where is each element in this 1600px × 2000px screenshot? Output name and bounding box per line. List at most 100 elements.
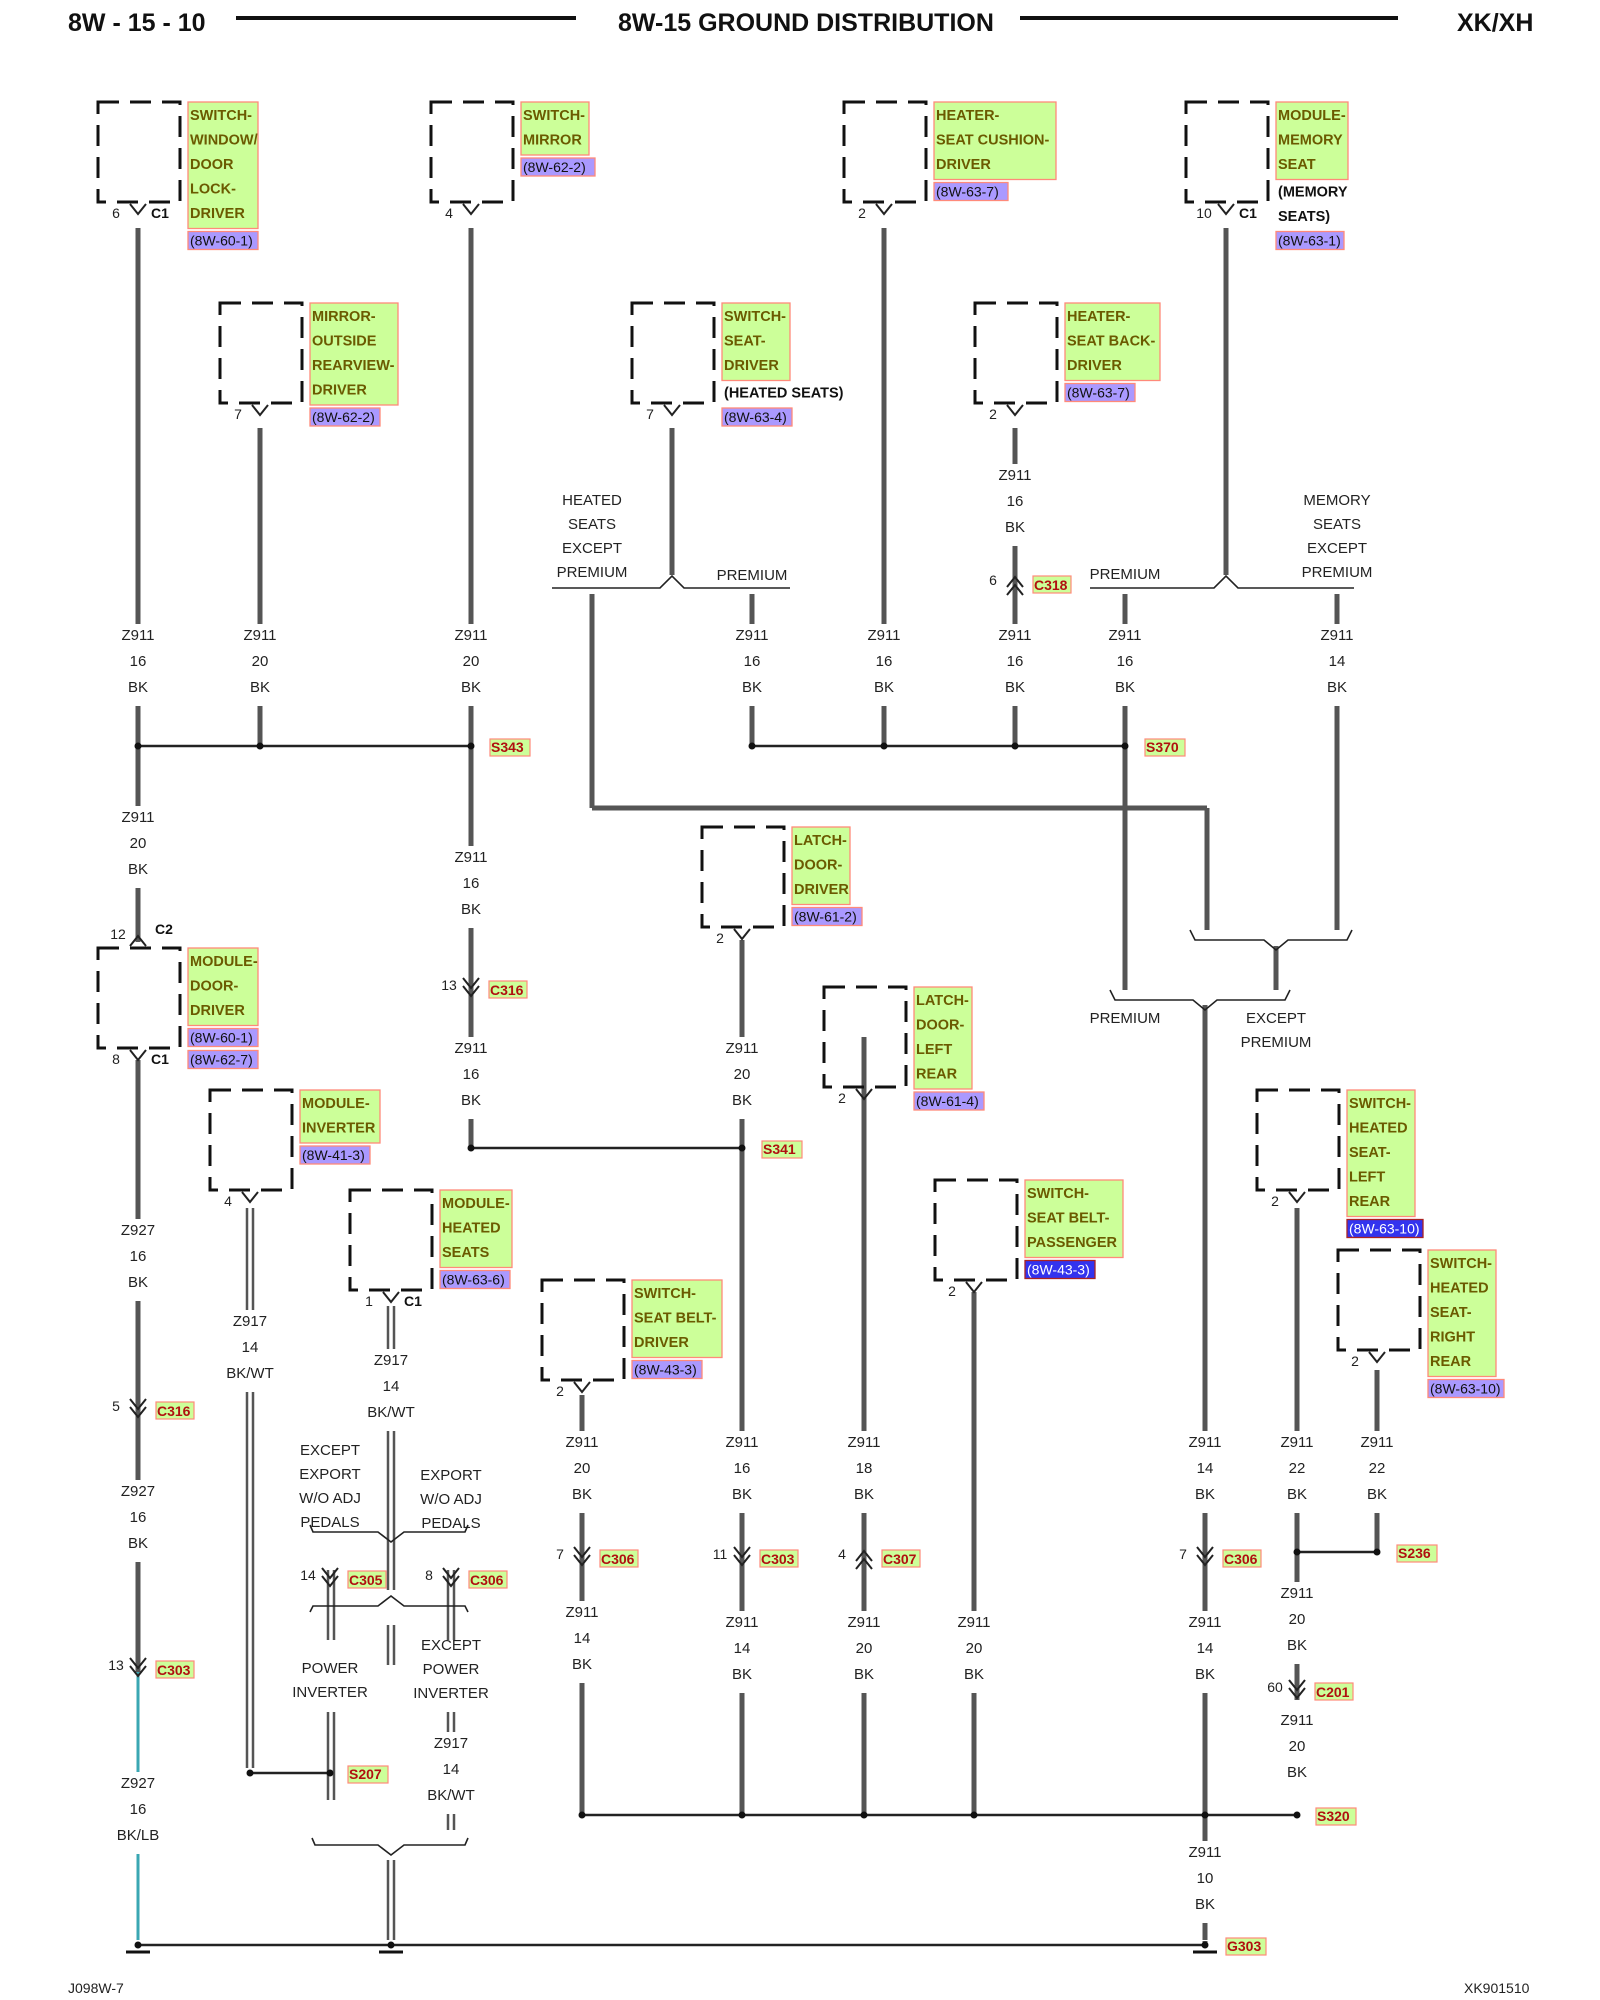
wire-condition: PREMIUM <box>717 567 788 584</box>
wire-code-line: BK <box>461 901 481 918</box>
component-label: SWITCH-SEAT BELT-PASSENGER(8W-43-3) <box>1024 1179 1124 1280</box>
component-heater-seat-back-driver[interactable]: 2 <box>973 301 1059 422</box>
component-switch-mirror[interactable]: 4 <box>429 100 515 221</box>
condition-line: INVERTER <box>413 1685 489 1702</box>
component-switch-seat-belt-passenger[interactable]: 2 <box>933 1178 1019 1299</box>
label-background <box>187 101 259 230</box>
splice-label-background <box>1396 1544 1438 1563</box>
splice-dot <box>970 1811 978 1819</box>
wire-code-line: Z911 <box>867 627 900 644</box>
label-background <box>721 302 791 382</box>
connector-label: C306 <box>601 1551 635 1567</box>
connector-pin: 8 <box>425 1567 433 1583</box>
wire-code-line: Z911 <box>725 1040 758 1057</box>
reference-link[interactable]: (8W-63-7) <box>936 184 999 200</box>
reference-link[interactable]: (8W-60-1) <box>190 1030 253 1046</box>
condition-line: PREMIUM <box>1241 1034 1312 1051</box>
reference-link[interactable]: (8W-60-1) <box>190 233 253 249</box>
wire-code-line: Z911 <box>1108 627 1141 644</box>
condition-line: PEDALS <box>300 1514 359 1531</box>
connector-id-top: C2 <box>155 921 173 937</box>
wire-code-line: Z911 <box>1320 627 1353 644</box>
connector-label: C306 <box>470 1572 504 1588</box>
reference-link[interactable]: (8W-62-2) <box>312 409 375 425</box>
wire-codes: Z91116BKZ91120BKZ91120BKZ91116BKZ91116BK… <box>114 464 1401 1923</box>
reference-link[interactable]: (8W-43-3) <box>1027 1262 1090 1278</box>
connector-label-background <box>1314 1682 1354 1701</box>
component-latch-door-driver[interactable]: 2 <box>700 825 786 946</box>
label-line: REAR <box>1430 1354 1472 1370</box>
wire-code-line: Z917 <box>233 1313 267 1330</box>
wire-code-line: BK <box>128 679 148 696</box>
reference-link[interactable]: (8W-61-2) <box>794 909 857 925</box>
reference-link[interactable]: (8W-43-3) <box>634 1362 697 1378</box>
connector-label-background <box>1032 575 1072 594</box>
reference-background <box>187 1049 259 1070</box>
splice-dot <box>738 1811 746 1819</box>
component-switch-seat-driver[interactable]: 7 <box>630 301 716 422</box>
reference-link[interactable]: (8W-41-3) <box>302 1147 365 1163</box>
wire-code-line: 14 <box>443 1761 460 1778</box>
component-heater-seat-cushion-driver[interactable]: 2 <box>842 100 928 221</box>
reference-link[interactable]: (8W-62-2) <box>523 159 586 175</box>
wire-code-line: 16 <box>130 653 147 670</box>
splice-s343: S343 <box>134 738 531 757</box>
label-line: SWITCH- <box>190 108 252 124</box>
reference-background <box>1024 1259 1096 1280</box>
wire-code-line: 20 <box>856 1640 873 1657</box>
component-box <box>348 1188 434 1292</box>
component-switch-seat-belt-driver[interactable]: 2 <box>540 1278 626 1399</box>
wire-code-line: BK <box>128 1535 148 1552</box>
wire-code-line: Z917 <box>374 1352 408 1369</box>
component-latch-door-left-rear[interactable]: 2 <box>822 985 908 1106</box>
component-box <box>1336 1248 1422 1352</box>
splice-label-background <box>1144 738 1186 757</box>
pin-terminal-icon <box>573 1381 591 1394</box>
reference-link[interactable]: (8W-63-7) <box>1067 385 1130 401</box>
wire-code-line: BK <box>1327 679 1347 696</box>
connector-label-background <box>347 1570 387 1589</box>
reference-link[interactable]: (8W-63-1) <box>1278 233 1341 249</box>
pin-number: 2 <box>1351 1353 1359 1369</box>
reference-link[interactable]: (8W-63-10) <box>1349 1221 1420 1237</box>
component-module-inverter[interactable]: 4 <box>208 1088 294 1209</box>
reference-link[interactable]: (8W-61-4) <box>916 1093 979 1109</box>
wire-code-line: Z911 <box>565 1604 598 1621</box>
reference-link[interactable]: (8W-63-6) <box>442 1272 505 1288</box>
wire-code-line: BK <box>874 679 894 696</box>
component-switch-heated-seat-right-rear[interactable]: 2 <box>1336 1248 1422 1369</box>
connector-arrow-icon <box>129 1398 147 1419</box>
wire-code-line: BK <box>732 1666 752 1683</box>
reference-background <box>913 1091 985 1111</box>
wire-code-line: 20 <box>463 653 480 670</box>
connector-pin: 60 <box>1267 1679 1283 1695</box>
connector-label: C316 <box>157 1403 191 1419</box>
reference-link[interactable]: (8W-63-10) <box>1430 1381 1501 1397</box>
wire-code-line: 22 <box>1289 1460 1306 1477</box>
component-box <box>630 301 716 405</box>
component-mirror-outside-rearview-driver[interactable]: 7 <box>218 301 304 422</box>
footer-right-code: XK901510 <box>1464 1980 1530 1996</box>
component-box <box>96 946 182 1050</box>
wire-code-line: 14 <box>1329 653 1346 670</box>
condition-line: POWER <box>302 1660 359 1677</box>
splice-label: S207 <box>349 1766 382 1782</box>
label-background <box>791 826 851 906</box>
wire-code-line: 16 <box>744 653 761 670</box>
component-switch-heated-seat-left-rear[interactable]: 2 <box>1255 1088 1341 1209</box>
wire-code-line: Z917 <box>434 1735 468 1752</box>
reference-link[interactable]: (8W-63-4) <box>724 409 787 425</box>
wire-code-line: Z911 <box>121 627 154 644</box>
reference-link[interactable]: (8W-62-7) <box>190 1052 253 1068</box>
wire-code-line: BK <box>1287 1764 1307 1781</box>
wire-code-line: BK <box>1195 1666 1215 1683</box>
